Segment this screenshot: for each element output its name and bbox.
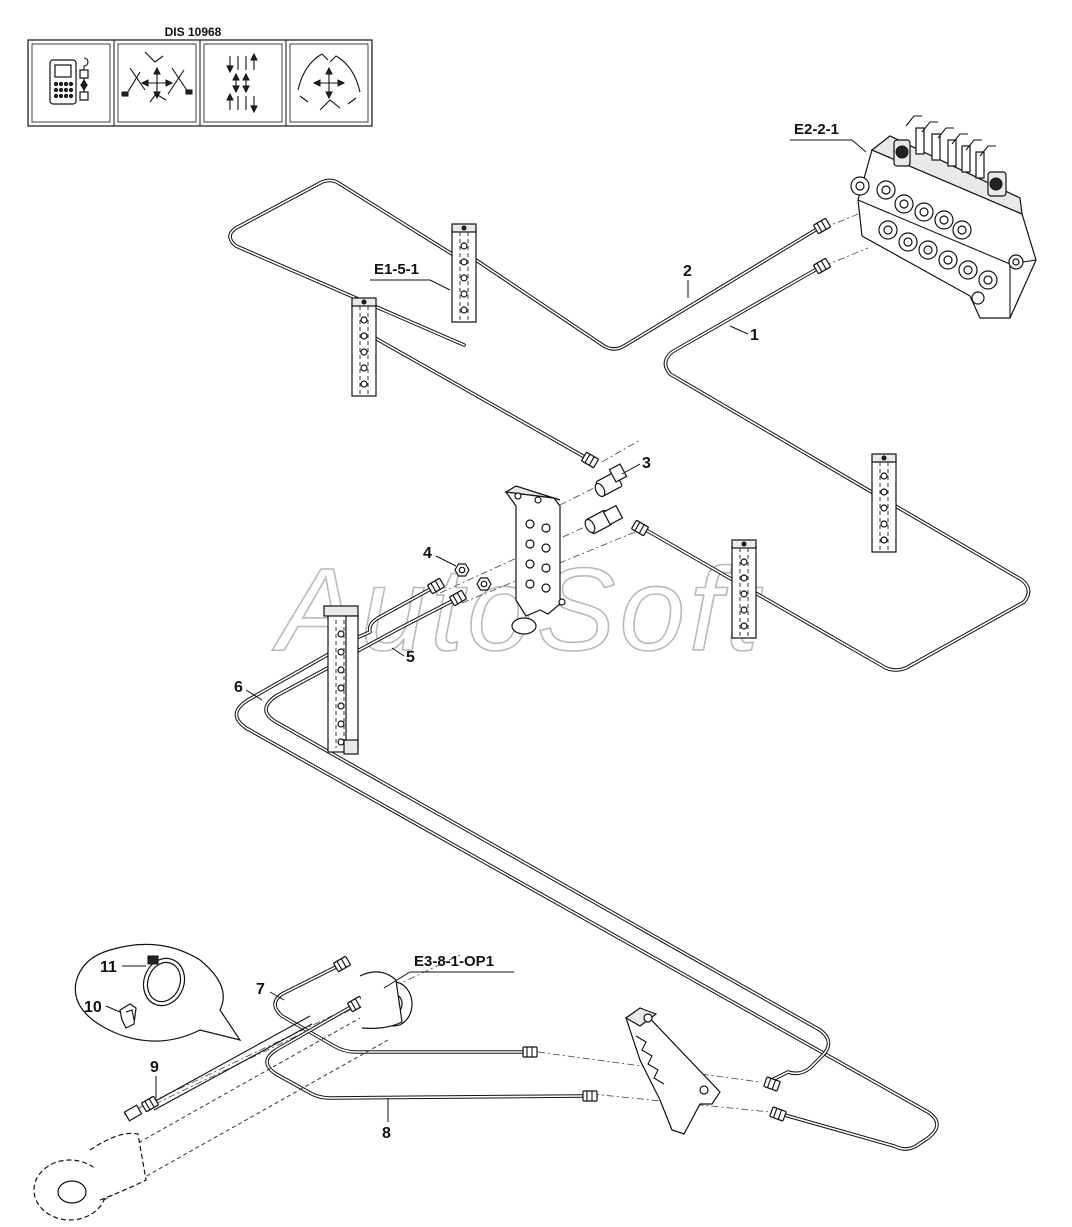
- reference-label-e3-8-1-op1: E3-8-1-OP1: [414, 953, 494, 970]
- control-valve-block: [850, 115, 1037, 319]
- reference-e3-8-1-op1: E3-8-1-OP1: [383, 953, 514, 989]
- mounting-bracket: [504, 485, 566, 635]
- clamp-block-tall: [323, 605, 359, 755]
- reference-label-e2-2-1: E2-2-1: [794, 121, 839, 138]
- callout-5: 5: [406, 649, 415, 666]
- callout-2: 2: [683, 263, 692, 280]
- nut-4-lower: [476, 577, 492, 591]
- hydraulic-cylinder: [33, 971, 413, 1221]
- adapter-3: [584, 463, 628, 535]
- excavator-swing-icon: [297, 53, 361, 111]
- hose-6: [234, 640, 939, 1151]
- reference-e1-5-1: E1-5-1: [370, 261, 451, 291]
- callout-11: 11: [100, 959, 117, 976]
- boom-arm-movement-icon: [121, 51, 193, 103]
- clamp-block-e1-5-1-upper: [451, 223, 477, 323]
- dis-symbol-box: DIS 10968: [27, 25, 373, 127]
- callout-7: 7: [256, 981, 265, 998]
- callout-8: 8: [382, 1125, 391, 1142]
- hose-8: [265, 1002, 588, 1100]
- callout-4: 4: [423, 545, 432, 562]
- cylinder-mount-bracket: [624, 1007, 721, 1135]
- clamp-block-middle: [731, 539, 757, 639]
- hose-5: [350, 584, 460, 656]
- reference-e2-2-1: E2-2-1: [790, 121, 867, 153]
- clamp-block-right: [871, 453, 897, 553]
- hydraulic-flow-arrows-icon: [226, 52, 258, 114]
- detail-bubble: [74, 943, 242, 1042]
- clamp-block-left: [351, 297, 377, 397]
- callout-numbers: 1 2 3 4 5 6 7 8 9 10 11: [84, 263, 759, 1142]
- control-panel-icon: [49, 57, 89, 105]
- callout-9: 9: [150, 1059, 159, 1076]
- dis-code: DIS 10968: [165, 25, 222, 39]
- reference-label-e1-5-1: E1-5-1: [374, 261, 419, 278]
- hose-2: [228, 178, 824, 462]
- callout-3: 3: [642, 455, 651, 472]
- callout-10: 10: [84, 999, 102, 1016]
- callout-6: 6: [234, 679, 243, 696]
- hose-1: [644, 264, 1031, 672]
- callout-1: 1: [750, 327, 759, 344]
- grease-line-9: [123, 1015, 313, 1122]
- nut-4-upper: [454, 563, 470, 577]
